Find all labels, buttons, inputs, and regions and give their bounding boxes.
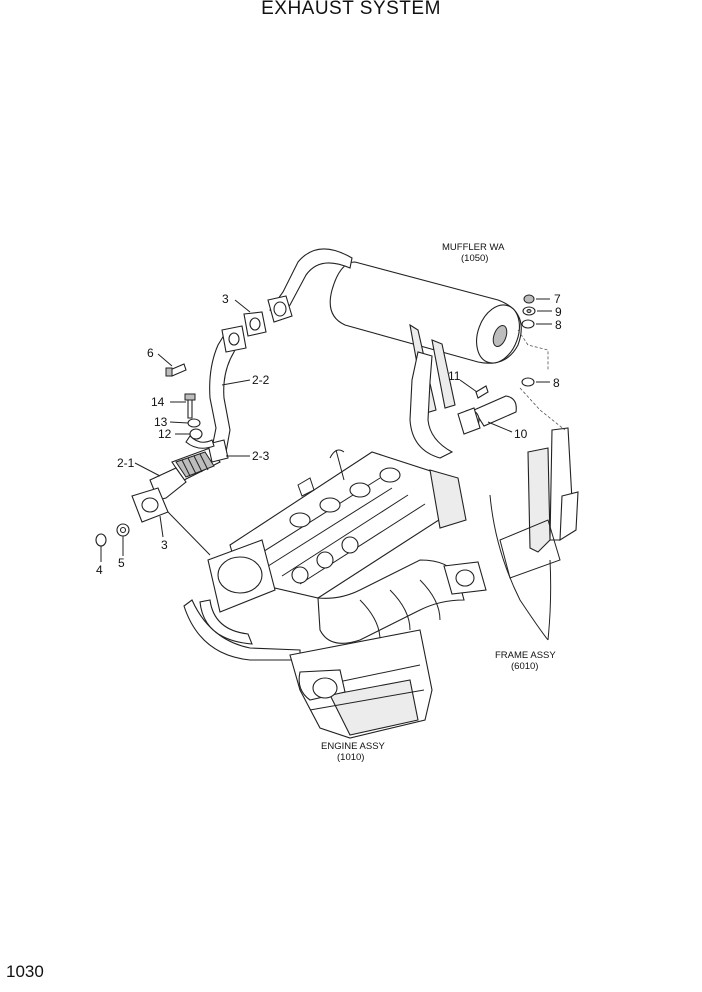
exhaust-pipe-2-1	[131, 467, 187, 523]
callout-13: 13	[154, 415, 168, 429]
callout-5: 5	[118, 556, 125, 570]
page-number: 1030	[6, 962, 44, 981]
bolt-14	[184, 393, 196, 419]
tail-pipe-10	[457, 395, 517, 435]
callout-9: 9	[555, 305, 562, 319]
muffler-part	[269, 248, 522, 459]
gasket-3-top	[243, 295, 293, 337]
callout-10: 10	[514, 427, 528, 441]
callout-4: 4	[96, 563, 103, 577]
callout-3-top: 3	[222, 292, 229, 306]
callout-2-2: 2-2	[252, 373, 270, 387]
page-title: EXHAUST SYSTEM	[261, 0, 441, 19]
nut-4	[95, 533, 107, 547]
frame-assembly-name: FRAME ASSY	[495, 650, 556, 661]
frame-assembly-code: (6010)	[511, 661, 538, 672]
callout-3-bottom: 3	[161, 538, 168, 552]
callout-12: 12	[158, 427, 172, 441]
callout-11: 11	[448, 369, 461, 383]
washer-5	[116, 523, 130, 537]
exhaust-pipe-2-2	[209, 325, 247, 453]
callout-7: 7	[554, 292, 561, 306]
washer-8-top	[521, 319, 535, 329]
muffler-assembly-name: MUFFLER WA	[442, 242, 505, 253]
callout-8-bottom: 8	[553, 376, 560, 390]
frame-part	[489, 427, 579, 641]
bolt-6	[165, 363, 187, 377]
engine-assembly-code: (1010)	[337, 752, 364, 763]
clamp-13-12	[185, 418, 215, 449]
muffler-assembly-code: (1050)	[461, 253, 488, 264]
engine-part	[167, 449, 487, 739]
callout-14: 14	[151, 395, 165, 409]
washer-8-bottom	[521, 377, 535, 387]
nut-7	[523, 294, 535, 304]
washer-9	[522, 306, 536, 316]
callout-2-1: 2-1	[117, 456, 135, 470]
leader-lines	[100, 298, 552, 562]
bolt-11	[475, 385, 489, 399]
engine-assembly-name: ENGINE ASSY	[321, 741, 386, 752]
callout-8-top: 8	[555, 318, 562, 332]
callout-2-3: 2-3	[252, 449, 270, 463]
callout-6: 6	[147, 346, 154, 360]
